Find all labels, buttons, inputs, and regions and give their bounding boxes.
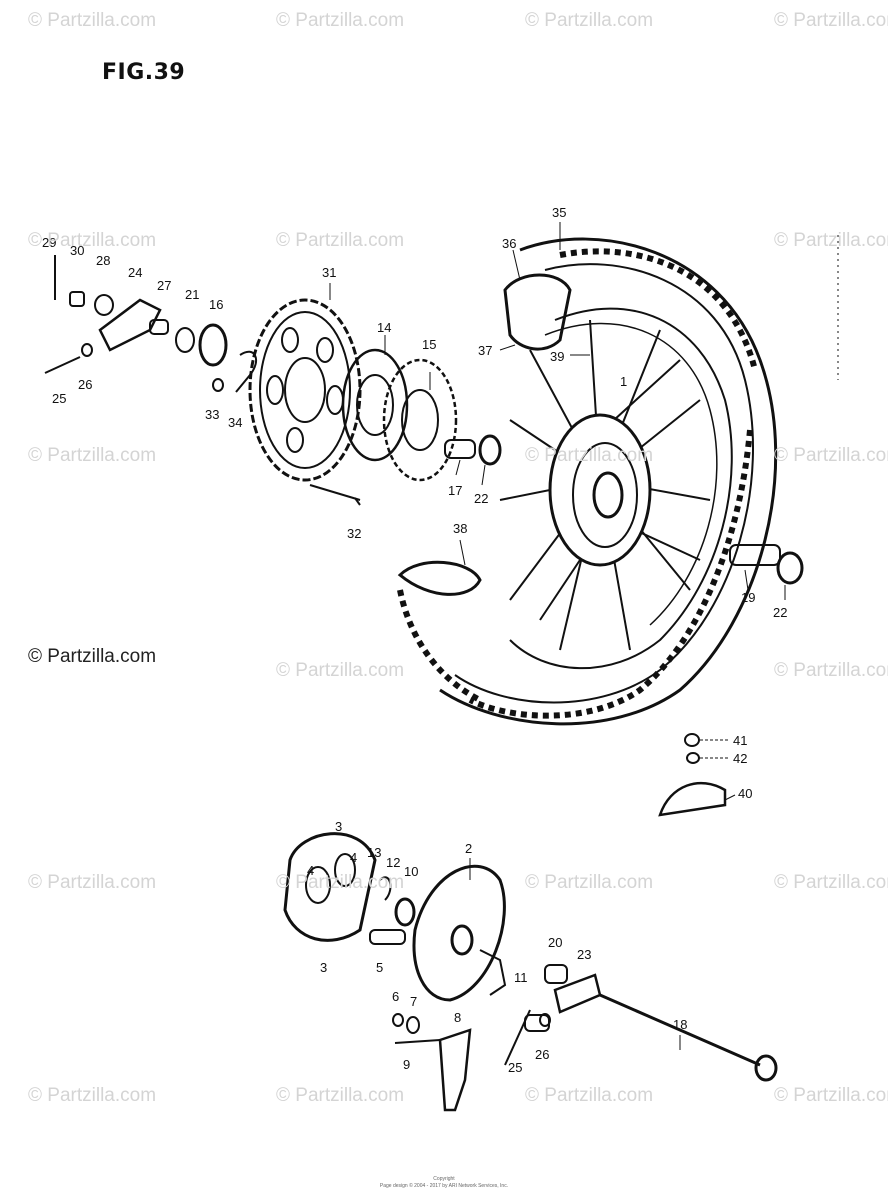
callout-33: 33 [205, 407, 220, 422]
spacer-part-17 [444, 434, 502, 466]
callout-31: 31 [322, 265, 337, 280]
watermark: © Partzilla.com [774, 660, 888, 681]
callout-39: 39 [550, 349, 565, 364]
axle-spacer-part-19 [729, 544, 804, 585]
callout-7: 7 [410, 994, 418, 1009]
callout-14: 14 [377, 320, 392, 335]
callout-18: 18 [673, 1017, 688, 1032]
watermark: © Partzilla.com [774, 10, 888, 31]
watermark: © Partzilla.com [525, 10, 654, 31]
damper-part-15 [382, 358, 458, 482]
watermark: © Partzilla.com [28, 10, 157, 31]
callout-40: 40 [738, 786, 753, 801]
watermark: © Partzilla.com [774, 872, 888, 893]
watermark: © Partzilla.com [28, 445, 157, 466]
callout-23: 23 [577, 947, 592, 962]
brake-small-parts [369, 876, 778, 1112]
watermark: © Partzilla.com [276, 1085, 405, 1106]
callout-38: 38 [453, 521, 468, 536]
callout-3-lower: 3 [320, 960, 328, 975]
callout-35: 35 [552, 205, 567, 220]
callout-41: 41 [733, 733, 748, 748]
callout-17: 17 [448, 483, 463, 498]
watermark: © Partzilla.com [525, 872, 654, 893]
callout-12: 12 [386, 855, 401, 870]
watermark: © Partzilla.com [774, 230, 888, 251]
watermark: © Partzilla.com [276, 872, 405, 893]
main-watermark: © Partzilla.com [28, 646, 157, 667]
footer-copyright: Copyright [433, 1176, 455, 1182]
callout-16: 16 [209, 297, 224, 312]
callout-28: 28 [96, 253, 111, 268]
watermark: © Partzilla.com [276, 230, 405, 251]
callout-10: 10 [404, 864, 419, 879]
callout-34: 34 [228, 415, 243, 430]
watermark: © Partzilla.com [774, 1085, 888, 1106]
callout-19: 19 [741, 590, 756, 605]
callout-26-upper: 26 [78, 377, 93, 392]
sprocket-mount-part-14 [341, 348, 409, 462]
callout-25-upper: 25 [52, 391, 67, 406]
callout-29: 29 [42, 235, 57, 250]
callout-24: 24 [128, 265, 143, 280]
watermark: © Partzilla.com [28, 230, 157, 251]
leader-lines [329, 222, 786, 1050]
callout-20: 20 [548, 935, 563, 950]
watermark: © Partzilla.com [276, 660, 405, 681]
callout-4-left: 4 [307, 863, 315, 878]
watermark: © Partzilla.com [276, 10, 405, 31]
callout-22-lower: 22 [773, 605, 788, 620]
callout-27: 27 [157, 278, 172, 293]
tire-part-35 [397, 237, 778, 726]
watermark: © Partzilla.com [525, 1085, 654, 1106]
brake-panel-part-2 [412, 864, 507, 1002]
callout-6: 6 [392, 989, 400, 1004]
chain-parts-40-42 [658, 733, 727, 817]
callout-4-right: 4 [350, 850, 358, 865]
callout-8: 8 [454, 1010, 462, 1025]
watermark: © Partzilla.com [774, 445, 888, 466]
tube-part-36 [503, 273, 572, 351]
callout-42: 42 [733, 751, 748, 766]
callout-21: 21 [185, 287, 200, 302]
callout-1: 1 [620, 374, 628, 389]
callout-26-lower: 26 [535, 1047, 550, 1062]
callout-13: 13 [367, 845, 382, 860]
callout-3-upper: 3 [335, 819, 343, 834]
left-axle-parts [44, 255, 361, 506]
callout-30: 30 [70, 243, 85, 258]
figure-title: FIG.39 [102, 60, 186, 85]
callout-37: 37 [478, 343, 493, 358]
hub-part-1 [548, 413, 652, 567]
watermark: © Partzilla.com [28, 1085, 157, 1106]
callout-36: 36 [502, 236, 517, 251]
callout-22-upper: 22 [474, 491, 489, 506]
callout-15: 15 [422, 337, 437, 352]
callout-11: 11 [514, 970, 528, 985]
callout-25-lower: 25 [508, 1060, 523, 1075]
callout-32: 32 [347, 526, 362, 541]
callout-2: 2 [465, 841, 473, 856]
callout-9: 9 [403, 1057, 411, 1072]
callout-5: 5 [376, 960, 384, 975]
footer-page-design: Page design © 2004 - 2017 by ARI Network… [379, 1183, 509, 1189]
watermark: © Partzilla.com [28, 872, 157, 893]
brake-shoes-part-3 [283, 832, 377, 942]
watermark: © Partzilla.com [525, 445, 654, 466]
sprocket-part-31 [248, 298, 362, 482]
